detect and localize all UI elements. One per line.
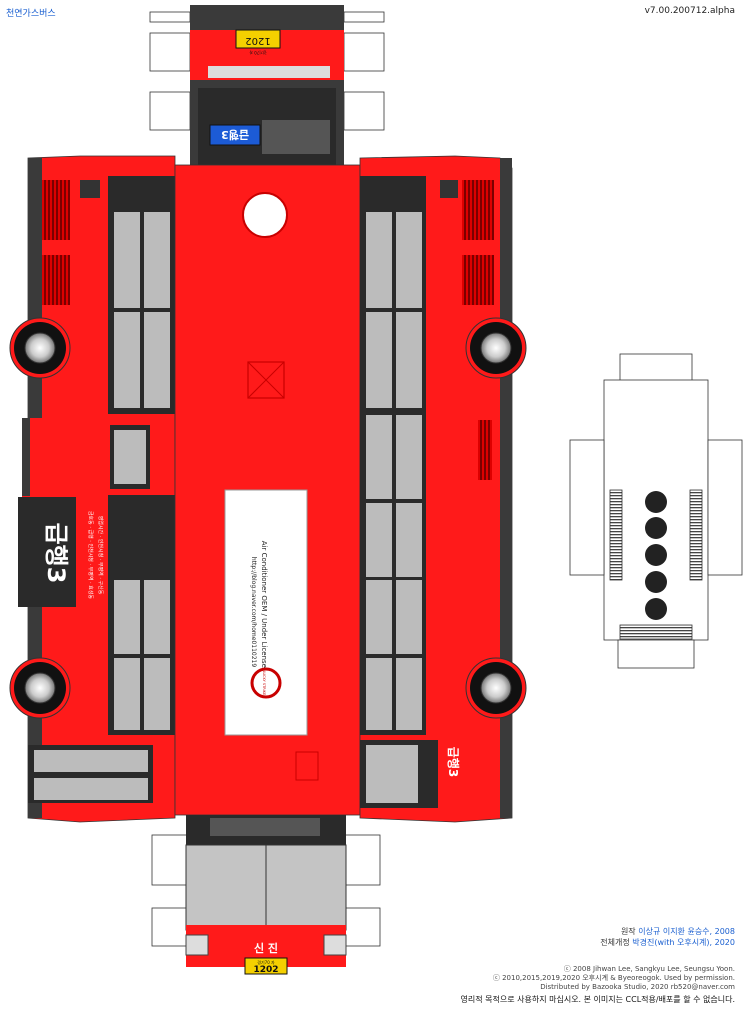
revision-author: 박경진(with 오후시계), 2020	[632, 938, 735, 947]
copyright-line-3: Distributed by Bazooka Studio, 2020 rb52…	[540, 983, 735, 991]
ac-license-line1: Air Conditioner OEM / Under Licensed by	[260, 541, 268, 684]
credits-block: 원작 이상규 이지환 윤승수, 2008 전체개정 박경진(with 오후시계)…	[600, 926, 735, 948]
version-label: v7.00.200712.alpha	[644, 6, 735, 16]
glue-tabs	[149, 11, 385, 947]
side-route-name: 급행3	[42, 523, 70, 584]
mini-template-fans	[645, 491, 667, 620]
front-plate-prefix: 경기70 자	[257, 959, 275, 965]
revision-label: 전체개정	[600, 938, 630, 947]
left-rear-wheel	[9, 657, 71, 719]
revision-credit: 전체개정 박경진(with 오후시계), 2020	[600, 937, 735, 948]
usage-notice: 영리적 목적으로 사용하지 마십시오. 본 이미지는 CCL적용/배포를 할 수…	[460, 995, 735, 1004]
rear-plate-prefix: 경기70 자	[249, 50, 267, 56]
original-credit: 원작 이상규 이지환 윤승수, 2008	[600, 926, 735, 937]
copyright-line-1: ⓒ 2008 Jihwan Lee, Sangkyu Lee, Seungsu …	[563, 965, 735, 973]
lucky-strike-logo	[250, 667, 282, 699]
site-name: 천연가스버스	[6, 9, 56, 19]
original-authors: 이상규 이지환 윤승수, 2008	[638, 927, 735, 936]
front-company-name: 신 진	[254, 941, 278, 955]
right-rear-wheel	[465, 657, 527, 719]
right-front-wheel	[465, 317, 527, 379]
rear-panel	[190, 5, 344, 170]
side-route-stops-2: 영업시간 · 인천시청 · 부평역 · 구산동	[97, 516, 104, 595]
original-label: 원작	[620, 927, 636, 936]
copyright-block: ⓒ 2008 Jihwan Lee, Sangkyu Lee, Seungsu …	[493, 965, 735, 992]
copyright-line-2: ⓒ 2010,2015,2019,2020 오후시계 & Byeoreogok.…	[492, 974, 735, 982]
ac-license-line2: http://blog.naver.com/home0110219	[250, 557, 257, 668]
side-route-stops-1: 금호동 · 급행 · 인천시청 · 부평역 · 효성동	[87, 511, 94, 599]
left-front-wheel	[9, 317, 71, 379]
front-plate-number: 1202	[253, 965, 278, 975]
right-side-route-label: 급행3	[446, 747, 461, 777]
roof-panel	[174, 164, 361, 816]
roof-route-sign: 급행3	[221, 128, 249, 142]
rear-plate-number: 1202	[245, 35, 270, 46]
ac-brand-logo-text: LUCKY STRIKE	[262, 671, 266, 696]
right-side-panel	[359, 155, 513, 823]
front-panel	[185, 815, 347, 975]
